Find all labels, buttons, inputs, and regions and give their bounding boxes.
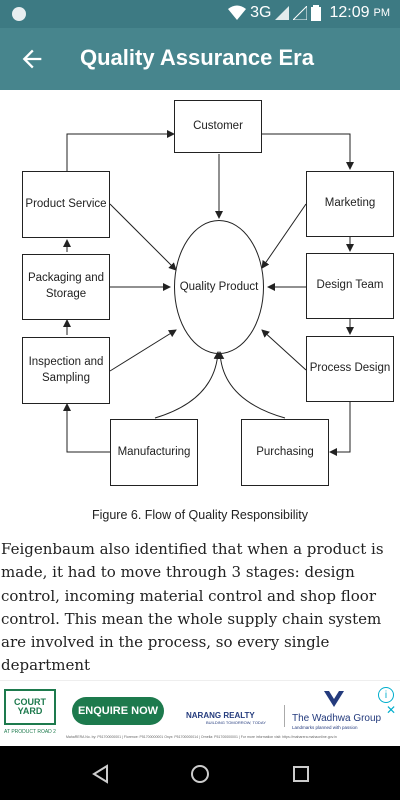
ad-fine-print: MahaRERA No. by: P51700000001 | Florence… xyxy=(66,735,337,739)
clock-ampm: PM xyxy=(373,7,391,19)
status-icons: 3G 12:09 PM xyxy=(228,4,390,22)
node-product-service: Product Service xyxy=(22,171,110,238)
node-quality-product: Quality Product xyxy=(174,220,264,354)
quality-flow-diagram: Customer Product Service Marketing Quali… xyxy=(0,90,400,535)
notification-icon xyxy=(12,7,26,21)
ad-banner[interactable]: COURT YARD AT PRODUCT ROAD 2 ENQUIRE NOW… xyxy=(0,680,400,747)
diagram-arrows xyxy=(63,130,354,456)
narang-realty-tagline: BUILDING TOMORROW, TODAY xyxy=(206,720,266,725)
battery-icon xyxy=(311,5,322,21)
ad-close-icon[interactable]: ✕ xyxy=(385,703,396,717)
nav-home-icon[interactable] xyxy=(189,763,211,785)
wifi-icon xyxy=(228,5,247,20)
status-bar: 3G 12:09 PM xyxy=(0,0,400,28)
system-nav-bar xyxy=(0,746,400,800)
article-content[interactable]: Customer Product Service Marketing Quali… xyxy=(0,90,400,680)
app-bar: Quality Assurance Era xyxy=(0,28,400,90)
signal-icon-2 xyxy=(293,6,308,20)
courtyard-logo: COURT YARD xyxy=(4,689,56,725)
wadhwa-group-tagline: Landmarks planned with passion xyxy=(292,725,358,730)
node-design-team: Design Team xyxy=(306,253,394,319)
page-title: Quality Assurance Era xyxy=(80,45,314,70)
wadhwa-logo-icon xyxy=(324,691,344,707)
network-type: 3G xyxy=(250,4,272,21)
enquire-now-button[interactable]: ENQUIRE NOW xyxy=(72,697,164,725)
figure-caption: Figure 6. Flow of Quality Responsibility xyxy=(91,508,309,522)
node-purchasing: Purchasing xyxy=(241,419,329,486)
nav-back-icon[interactable] xyxy=(89,763,111,785)
node-marketing: Marketing xyxy=(306,171,394,237)
ad-info-icon[interactable]: i xyxy=(378,687,394,703)
node-customer: Customer xyxy=(174,100,262,153)
body-paragraph: Feigenbaum also identified that when a p… xyxy=(1,540,384,675)
signal-icon xyxy=(275,6,290,20)
courtyard-logo-sub: AT PRODUCT ROAD 2 xyxy=(4,729,56,735)
ad-divider xyxy=(284,705,285,727)
node-inspection-sampling: Inspection and Sampling xyxy=(22,337,110,404)
narang-realty-logo: NARANG REALTY xyxy=(186,711,255,720)
wadhwa-group-name: The Wadhwa Group xyxy=(292,713,382,724)
node-packaging-storage: Packaging and Storage xyxy=(22,254,110,320)
node-process-design: Process Design xyxy=(306,336,394,402)
node-manufacturing: Manufacturing xyxy=(110,419,198,486)
nav-recents-icon[interactable] xyxy=(290,763,312,785)
back-arrow-icon[interactable] xyxy=(18,45,46,73)
clock: 12:09 xyxy=(329,4,370,21)
